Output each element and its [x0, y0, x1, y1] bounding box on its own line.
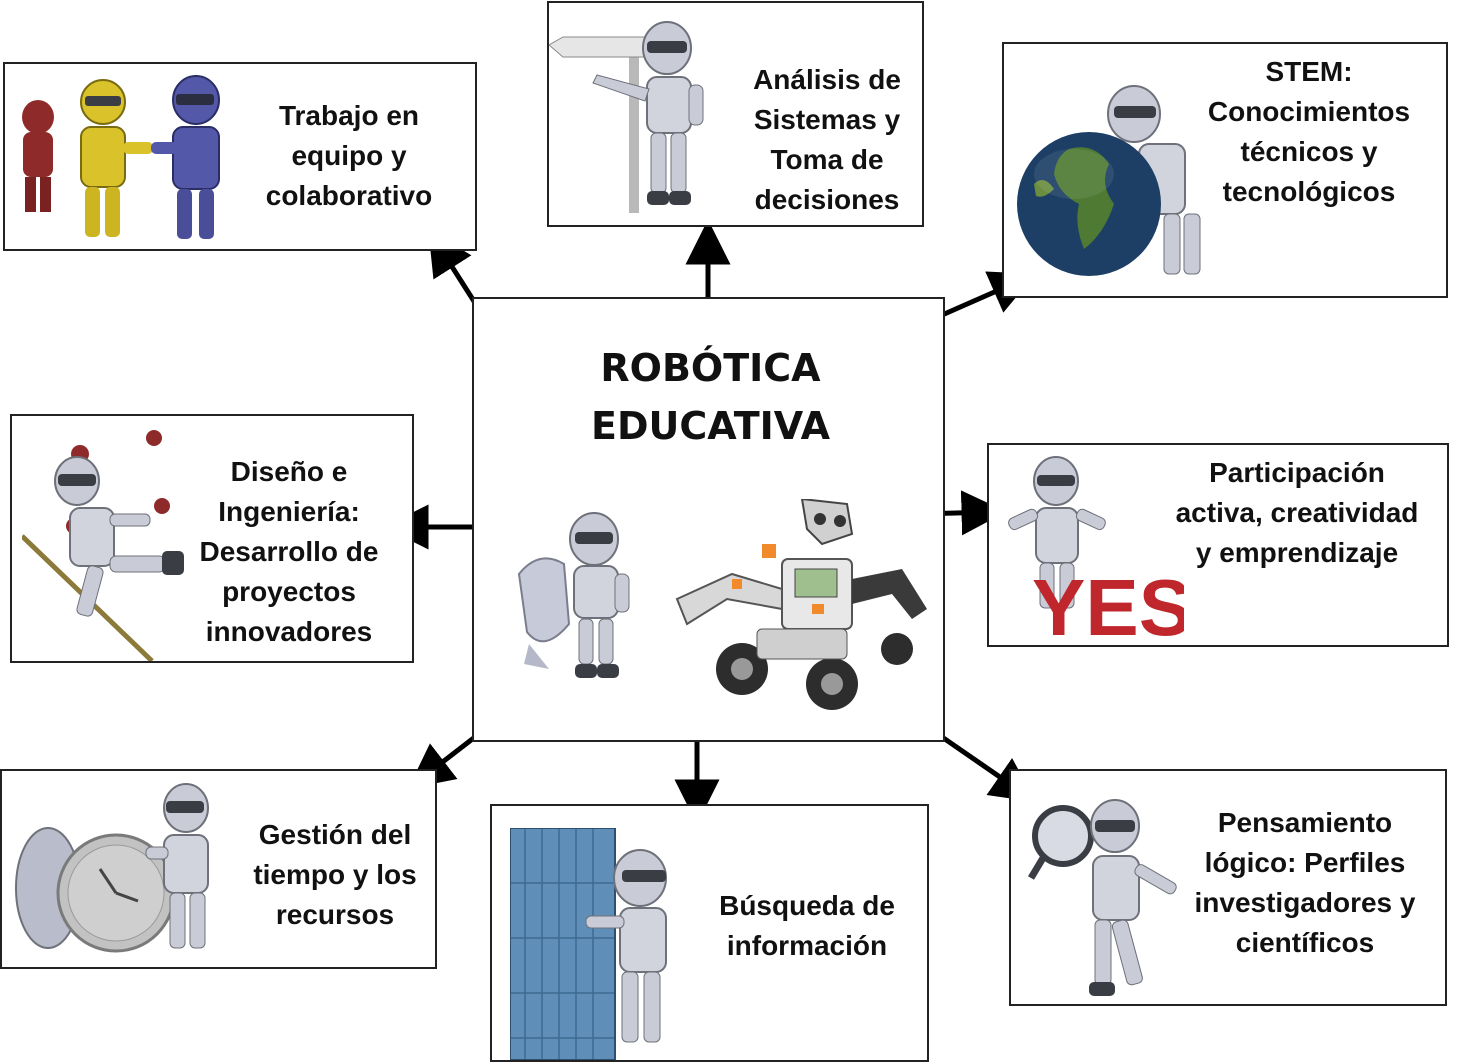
node-trabajo: Trabajo en equipo y colaborativo: [3, 62, 477, 251]
node-participacion: YES Participación activa, creatividad y …: [987, 443, 1449, 647]
node-pensamiento-line2: lógico: Perfiles: [1204, 847, 1406, 878]
node-gestion-label: Gestión del tiempo y los recursos: [238, 815, 432, 935]
node-busqueda-line2: información: [726, 930, 888, 961]
node-analisis-label: Análisis de Sistemas y Toma de decisione…: [739, 60, 915, 220]
node-trabajo-label: Trabajo en equipo y colaborativo: [245, 96, 453, 216]
center-box: ROBÓTICA EDUCATIVA: [472, 297, 945, 742]
node-diseno-line5: innovadores: [205, 616, 373, 647]
globe-robot-icon: [1017, 85, 1201, 276]
node-analisis-line2: Sistemas y: [753, 104, 901, 135]
node-gestion-line2: tiempo y los: [253, 859, 417, 890]
node-diseno-line2: Ingeniería:: [218, 496, 360, 527]
node-stem-line1: STEM:: [1265, 56, 1353, 87]
node-busqueda: Búsqueda de información: [490, 804, 929, 1062]
node-diseno-label: Diseño e Ingeniería: Desarrollo de proye…: [182, 452, 396, 652]
node-trabajo-line1: Trabajo en: [278, 100, 420, 131]
node-analisis: Análisis de Sistemas y Toma de decisione…: [547, 1, 924, 227]
node-trabajo-line3: colaborativo: [265, 180, 433, 211]
stopwatch-robot-icon: [15, 783, 209, 953]
node-analisis-line4: decisiones: [754, 184, 900, 215]
bookshelf-robot-icon: [510, 828, 667, 1060]
center-title-line2: EDUCATIVA: [590, 404, 830, 448]
node-diseno-line3: Desarrollo de: [199, 536, 379, 567]
node-participacion-line1: Participación: [1209, 457, 1385, 488]
node-pensamiento: Pensamiento lógico: Perfiles investigado…: [1009, 769, 1447, 1006]
juggling-robot-icon: [22, 430, 184, 661]
node-trabajo-line2: equipo y: [291, 140, 407, 171]
node-busqueda-line1: Búsqueda de: [719, 890, 895, 921]
center-title-line1: ROBÓTICA: [600, 346, 821, 390]
center-title: ROBÓTICA EDUCATIVA: [474, 339, 947, 455]
signpost-robot-icon: [549, 21, 704, 213]
node-stem-line3: técnicos y: [1240, 136, 1378, 167]
node-busqueda-label: Búsqueda de información: [704, 886, 910, 966]
node-pensamiento-label: Pensamiento lógico: Perfiles investigado…: [1173, 803, 1437, 963]
node-pensamiento-line1: Pensamiento: [1217, 807, 1393, 838]
node-stem-line4: tecnológicos: [1222, 176, 1396, 207]
node-gestion-line3: recursos: [275, 899, 395, 930]
node-diseno-line4: proyectos: [222, 576, 356, 607]
node-pensamiento-line4: científicos: [1235, 927, 1375, 958]
node-gestion: Gestión del tiempo y los recursos: [0, 769, 437, 969]
node-participacion-line2: activa, creatividad: [1175, 497, 1419, 528]
node-gestion-line1: Gestión del: [258, 819, 412, 850]
yes-robot-icon: YES: [1008, 456, 1184, 643]
magnifier-robot-icon: [1027, 799, 1177, 996]
node-stem-label: STEM: Conocimientos técnicos y tecnológi…: [1184, 52, 1434, 212]
node-pensamiento-line3: investigadores y: [1194, 887, 1416, 918]
node-analisis-line1: Análisis de: [753, 64, 901, 95]
yes-text: YES: [1032, 563, 1184, 643]
shield-robot-icon: [517, 512, 630, 678]
node-stem-line2: Conocimientos: [1207, 96, 1411, 127]
node-analisis-line3: Toma de: [770, 144, 884, 175]
node-diseno-line1: Diseño e: [230, 456, 348, 487]
node-diseno: Diseño e Ingeniería: Desarrollo de proye…: [10, 414, 414, 663]
node-participacion-label: Participación activa, creatividad y empr…: [1149, 453, 1445, 573]
lego-robot-icon: [675, 499, 927, 710]
handshake-robots-icon: [22, 75, 220, 239]
node-stem: STEM: Conocimientos técnicos y tecnológi…: [1002, 42, 1448, 298]
node-participacion-line3: y emprendizaje: [1195, 537, 1399, 568]
